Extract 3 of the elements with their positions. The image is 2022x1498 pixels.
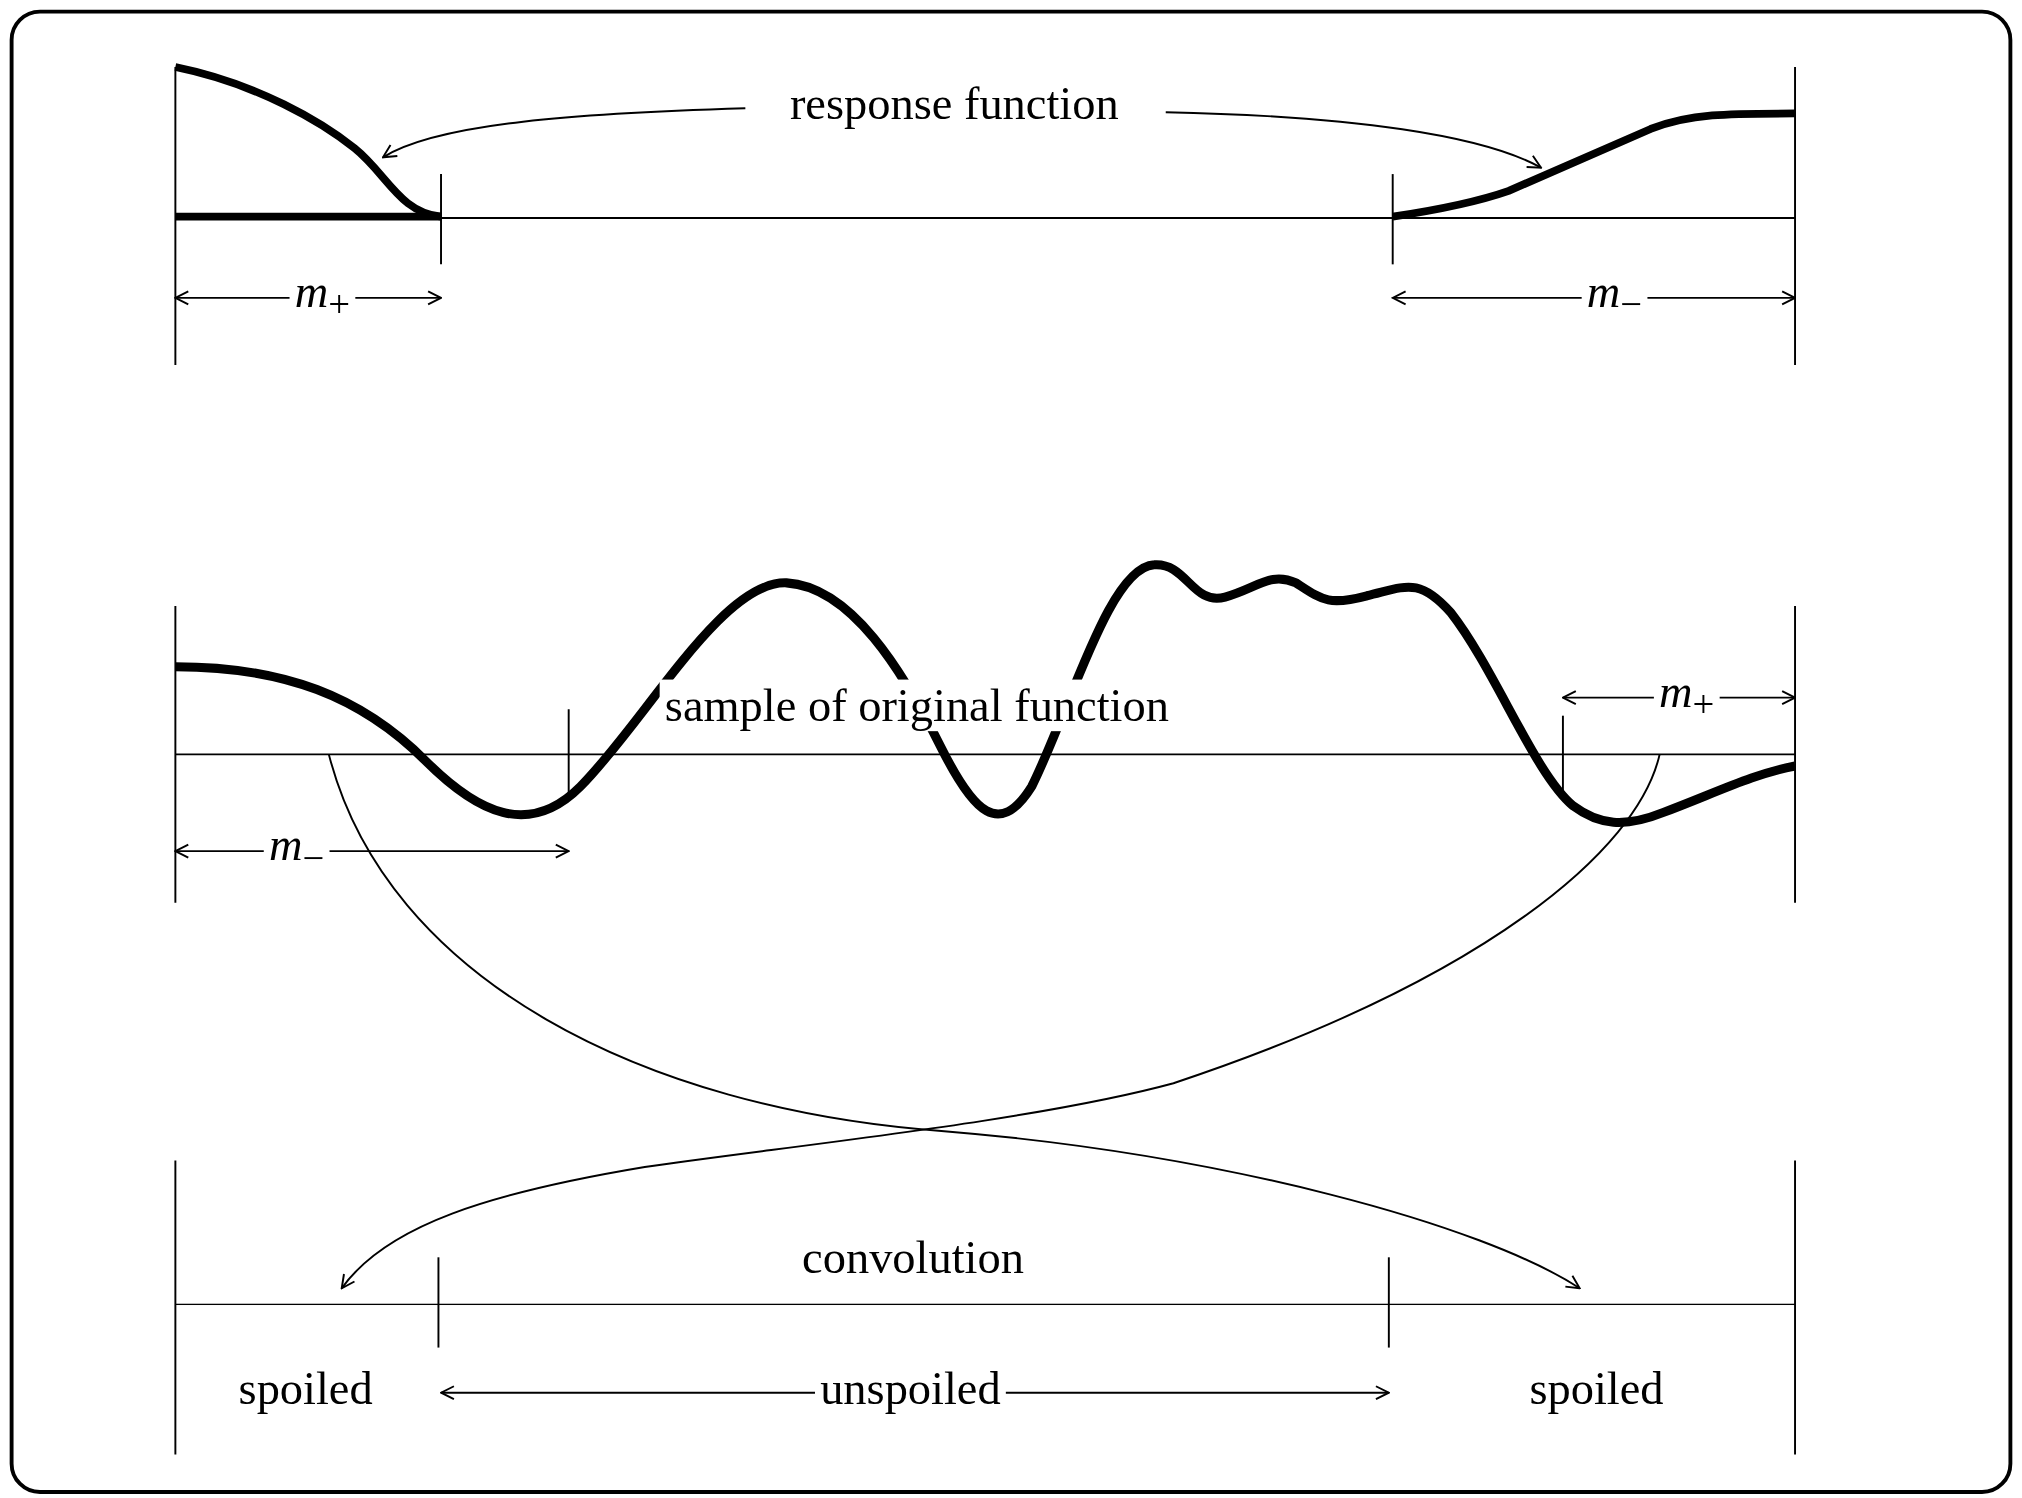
leader-line: [1164, 111, 1542, 169]
leader-line: [382, 107, 747, 159]
response-curve: [174, 63, 442, 221]
